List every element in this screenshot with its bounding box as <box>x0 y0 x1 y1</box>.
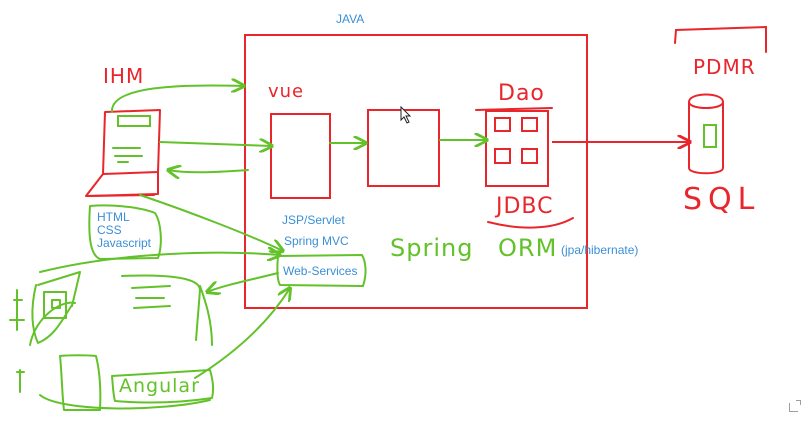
sgbdr-label: PDMR <box>693 55 756 79</box>
client-sketches <box>9 204 367 411</box>
javascript-label: Javascript <box>97 236 152 250</box>
angular-label: Angular <box>119 375 200 397</box>
sql-label: SQL <box>683 182 761 217</box>
css-label: CSS <box>97 223 122 237</box>
flow-arrows <box>39 85 487 379</box>
java-container-box <box>244 34 588 309</box>
web-services-label: Web-Services <box>283 264 358 278</box>
html-label: HTML <box>97 210 130 224</box>
dao-component <box>475 107 553 187</box>
database-cylinder <box>688 93 724 175</box>
jpa-hibernate-label: (jpa/hibernate) <box>561 243 639 257</box>
orm-label: ORM <box>498 234 558 262</box>
database-mini-icon <box>703 124 717 148</box>
jsp-servlet-label: JSP/Servlet <box>282 213 345 227</box>
laptop-screen-lines <box>112 115 151 163</box>
vue-label: vue <box>268 81 305 102</box>
dao-label: Dao <box>498 81 545 106</box>
jdbc-underline <box>487 217 574 229</box>
java-title: JAVA <box>336 12 365 26</box>
spring-mvc-label: Spring MVC <box>284 234 349 248</box>
service-box <box>367 109 440 187</box>
spring-label: Spring <box>390 234 474 262</box>
laptop-sketch <box>85 109 161 197</box>
sgbdr-bracket <box>674 25 767 53</box>
ihm-label: IHM <box>103 64 145 88</box>
jdbc-label: JDBC <box>496 194 554 219</box>
mouse-pointer-icon <box>400 105 412 124</box>
view-box <box>270 113 331 199</box>
expand-icon[interactable] <box>789 400 801 412</box>
